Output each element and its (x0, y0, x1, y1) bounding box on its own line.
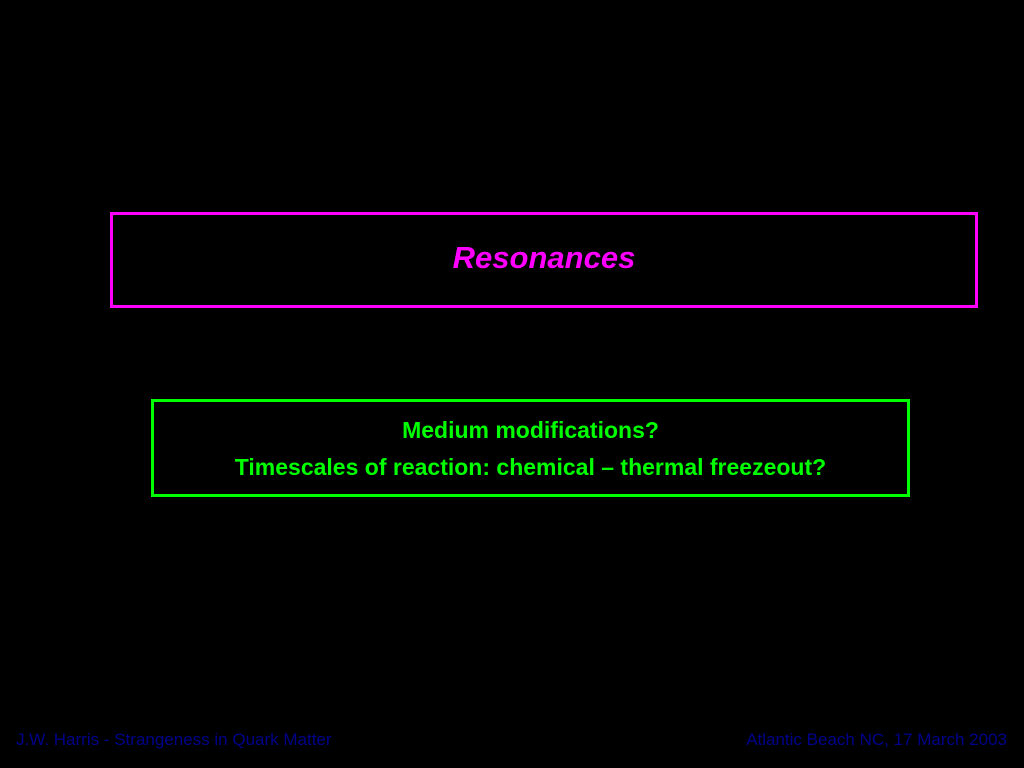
slide-content-box: Medium modifications? Timescales of reac… (151, 399, 910, 497)
slide-title-box: Resonances (110, 212, 978, 308)
content-line-medium-modifications: Medium modifications? (402, 416, 659, 443)
footer-location-date: Atlantic Beach NC, 17 March 2003 (746, 730, 1007, 749)
content-line-timescales: Timescales of reaction: chemical – therm… (234, 453, 827, 480)
slide-title: Resonances (452, 240, 636, 275)
footer-author-event: J.W. Harris - Strangeness in Quark Matte… (16, 730, 332, 749)
